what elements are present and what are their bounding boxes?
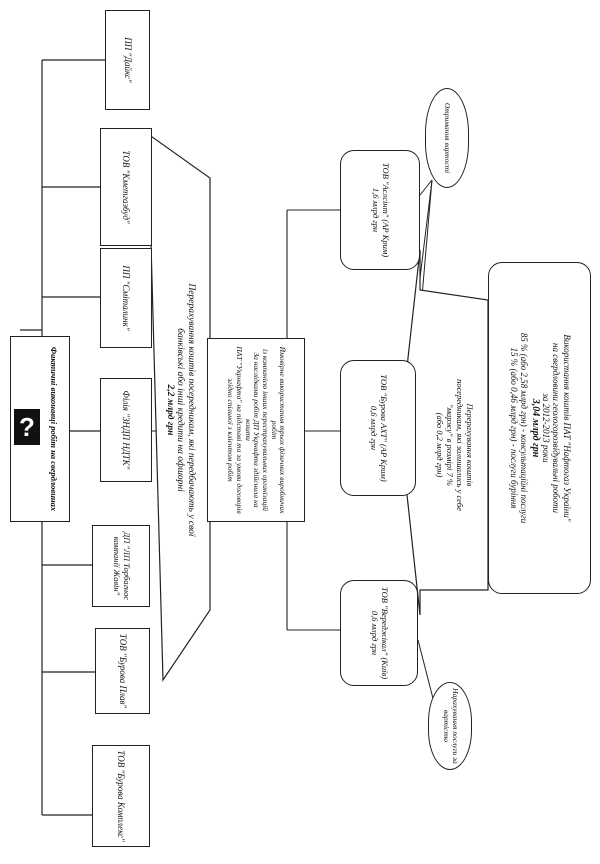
center-box: Ймовірне використання трьох фізичних вир… [207,338,305,522]
contractor-name: ТОВ "Кметгазбуд" [121,150,132,224]
intermediary-box-1: ТОВ "Аслсінт" (АР Крим) 1,6 млрд грн [340,150,420,270]
intermediary-amount: 0,6 млрд грн [370,610,380,656]
question-mark-icon: ? [14,409,40,445]
center-text-line: ПАТ "Укрнафта" на підставі та за умови д… [235,346,245,514]
intermediary-name: ТОВ "Вереджікал" (Київ) [379,586,390,680]
contractor-name: ТОВ "Бурова Комплекс" [116,750,127,842]
center-text-line: Ймовірне використання трьох фізичних вир… [269,346,288,514]
intermediary-box-2: ТОВ "Бурова АХТ" (АР Крим) 0,6 млрд грн [340,360,416,496]
usage-amount: 3,04 млрд грн [529,398,541,458]
margin-text-line: Перерахування коштів [464,403,475,487]
intermediary-amount: 1,6 млрд грн [371,187,381,233]
contractor-name: ПП "Дайкс" [122,37,133,83]
usage-text-line: 85 % (або 2,58 млрд грн) - консультаційн… [518,332,529,524]
contractor-box-5: ДП "ЛП Торбагнос компанії Жавін" [92,525,150,607]
usage-text-line: за 2012-2013 роки [540,393,551,463]
contractor-box-4: Філія "ЗНДП НДТК" [100,378,152,482]
contractor-name: ПП "Сміталинк" [121,265,132,331]
offshore-amount: 2,2 млрд грн [164,384,175,436]
intermediary-box-3: ТОВ "Вереджікал" (Київ) 0,6 млрд грн [340,580,418,686]
center-text-line: кошти [243,419,253,441]
margin-text-line: (або 0,2 млрд грн) [435,412,446,478]
executors-label: Фактичні виконавці робіт на свердловинах [48,346,59,512]
contractor-box-7: ТОВ "Бурова Комплекс" [92,745,150,847]
usage-text-line: на свердловини геологорозвідувальні робо… [550,342,561,513]
offshore-text-line: Перерахування коштів посередникам, які п… [186,283,197,537]
center-text-line: згідно спільної з клієнтом робіт [226,378,236,482]
intermediary-name: ТОВ "Аслсінт" (АР Крим) [380,162,391,258]
contractor-box-3: ПП "Сміталинк" [100,248,152,348]
margin-text-line: посередникам, які залишались у себе [454,379,465,511]
usage-text-line: 15 % (або 0,46 млрд грн) - послуги бурін… [508,347,519,509]
offshore-transfer-text: Перерахування коштів посередникам, які п… [150,150,210,670]
center-text-line: За наслідками робіт ДП Укрнафта здійснил… [252,352,262,508]
contractor-box-6: ТОВ "Бурова Плав" [95,628,150,714]
intermediary-name: ТОВ "Бурова АХТ" (АР Крим) [378,374,389,482]
actual-executors-box: ? Фактичні виконавці робіт на свердловин… [10,336,70,522]
contractor-box-1: ПП "Дайкс" [105,10,150,110]
contractor-name: ДП "ЛП Торбагнос компанії Жавін" [112,531,132,601]
margin-transfer-text: Перерахування коштів посередникам, які з… [420,300,488,590]
margin-text-line: "маржу" в розмірі 7 % [445,404,455,486]
contractor-name: ТОВ "Бурова Плав" [117,633,128,709]
callout-service-charge: Нарахування послуги за вартістю [428,682,472,770]
callout-text: Нарахування послуги за вартістю [442,688,460,764]
funds-usage-box: Використання коштів ПАТ "Нафтогаз Україн… [488,262,591,594]
offshore-text-line: банківські або інші кредити на офшорні [175,328,186,492]
usage-text-line: Використання коштів ПАТ "Нафтогаз Україн… [561,334,572,522]
callout-receiving-value: Отримання вартості [425,88,469,188]
intermediary-amount: 0,6 млрд грн [369,405,379,451]
center-text-line: із компанією інших перестрахувальних орг… [260,348,270,512]
contractor-box-2: ТОВ "Кметгазбуд" [100,128,152,246]
contractor-name: Філія "ЗНДП НДТК" [121,390,132,470]
callout-text: Отримання вартості [443,102,453,174]
